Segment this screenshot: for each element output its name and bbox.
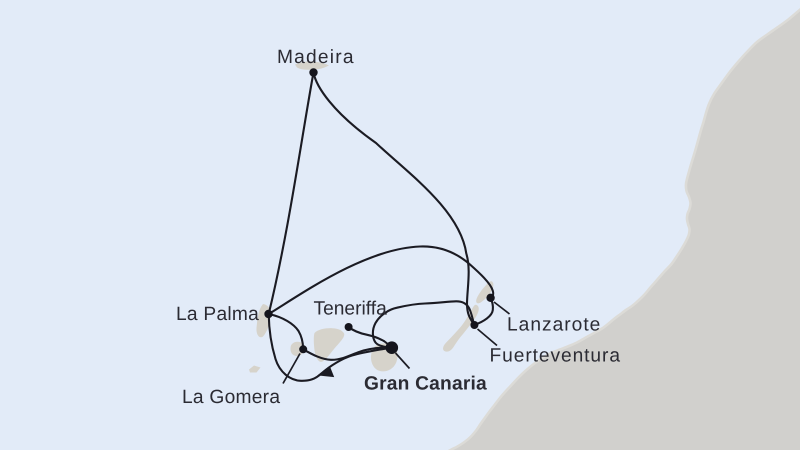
svg-text:La Palma: La Palma xyxy=(176,304,259,325)
svg-text:La Gomera: La Gomera xyxy=(182,387,280,408)
svg-text:Gran Canaria: Gran Canaria xyxy=(364,374,487,395)
svg-text:Fuerteventura: Fuerteventura xyxy=(490,346,621,367)
svg-text:Lanzarote: Lanzarote xyxy=(507,315,601,336)
svg-text:Teneriffa: Teneriffa xyxy=(314,299,388,320)
svg-text:Madeira: Madeira xyxy=(277,47,355,68)
